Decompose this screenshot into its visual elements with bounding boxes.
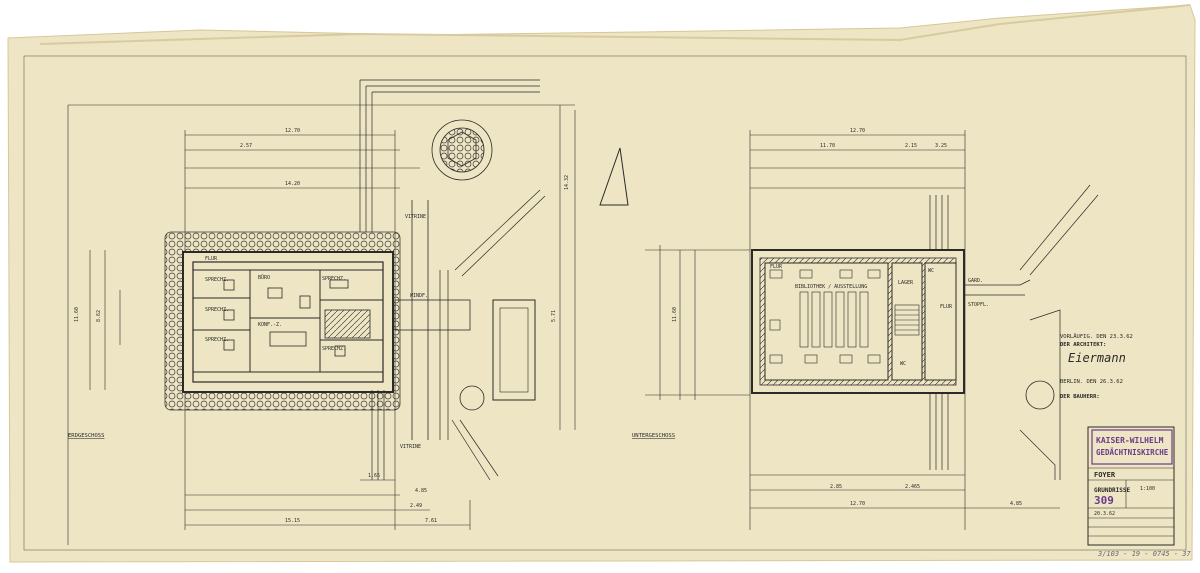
plan-annotation-text: SPRECHZ. — [205, 307, 229, 313]
plan-annotation-text: 1.65 — [368, 473, 380, 479]
plan-annotation-text: FLUR — [205, 256, 218, 262]
title-block-texts: KAISER-WILHELM GEDÄCHTNISKIRCHE FOYER GR… — [1094, 436, 1169, 517]
ground-floor-label: ERDGESCHOSS — [68, 433, 104, 439]
drawing-date: 20.3.62 — [1094, 511, 1115, 517]
approach-paths — [359, 79, 546, 481]
plan-annotation-text: 11.60 — [74, 307, 80, 322]
note-architect: DER ARCHITEKT: — [1060, 342, 1106, 348]
note-berlin-date: BERLIN. DEN 26.3.62 — [1060, 379, 1123, 385]
drawing-scale: 1:100 — [1140, 486, 1155, 492]
plan-annotation-text: 12.70 — [850, 501, 865, 507]
plan-annotation-text: 7.61 — [425, 518, 437, 524]
plan-annotation-text: 11.70 — [820, 143, 835, 149]
ground-dimension-lines — [67, 104, 576, 545]
plan-annotation-text: 2.15 — [905, 143, 917, 149]
plan-annotation-text: 15.15 — [285, 518, 300, 524]
archive-stamp: 3/103 - 19 - 0745 - 37 — [1097, 550, 1192, 558]
plan-annotation-text: BÜRO — [258, 274, 270, 281]
plan-annotation-text: 2.49 — [410, 503, 422, 509]
plan-annotation-text: VITRINE — [405, 214, 426, 220]
plan-annotation-text: SPRECHZ. — [322, 276, 346, 282]
plan-annotation-text: 11.60 — [672, 307, 678, 322]
lower-floor-texts: UNTERGESCHOSS BIBLIOTHEK / AUSSTELLUNG F… — [632, 128, 1022, 507]
plan-annotation-text: STOPFL. — [968, 302, 989, 308]
plan-annotation-text: GARD. — [968, 278, 983, 284]
plan-annotation-text: BIBLIOTHEK / AUSSTELLUNG — [795, 284, 867, 290]
plan-annotation-text: FLUR — [770, 264, 783, 270]
plan-annotation-text: SPRECHZ. — [205, 277, 229, 283]
library-seating — [769, 269, 881, 364]
title-block — [1087, 426, 1175, 546]
plan-annotation-text: 3.25 — [935, 143, 947, 149]
north-arrow-icon — [599, 147, 629, 206]
plan-annotation-text: 2.57 — [240, 143, 252, 149]
architect-signature: Eiermann — [1068, 351, 1126, 365]
plan-annotation-text: WC — [928, 268, 934, 274]
plan-annotation-text: 14.32 — [564, 175, 570, 190]
plan-annotation-text: 2.465 — [905, 484, 920, 490]
drawing-title: GRUNDRISSE — [1094, 487, 1131, 494]
ground-floor-plan — [67, 79, 629, 545]
plan-annotation-text: 4.85 — [415, 488, 427, 494]
plan-annotation-text: 5.71 — [551, 310, 557, 322]
title-line-1: KAISER-WILHELM — [1096, 436, 1164, 445]
plan-annotation-text: 14.20 — [285, 181, 300, 187]
drawing-number: 309 — [1094, 494, 1114, 507]
ground-floor-texts: ERDGESCHOSS FLUR SPRECHZ. SPRECHZ. SPREC… — [68, 128, 570, 524]
lower-floor-plan — [645, 130, 1099, 530]
lower-approach-paths — [929, 184, 1099, 480]
paper-sheet — [7, 4, 1196, 563]
plan-annotation-text: WC — [900, 361, 906, 367]
plan-annotation-text: 12.70 — [850, 128, 865, 134]
title-line-2: GEDÄCHTNISKIRCHE — [1096, 448, 1169, 457]
approval-notes: VORLÄUFIG. DEN 23.3.62 DER ARCHITEKT: Ei… — [1060, 333, 1133, 400]
drawing-subject: FOYER — [1094, 471, 1116, 479]
plan-annotation-text: 12.70 — [285, 128, 300, 134]
plan-annotation-text: KONF.-Z. — [258, 322, 282, 328]
note-client: DER BAUHERR: — [1060, 394, 1100, 400]
plan-annotation-text: 2.85 — [830, 484, 842, 490]
plan-annotation-text: SPRECHZ. — [322, 346, 346, 352]
plan-annotation-text: SPRECHZ. — [205, 337, 229, 343]
lower-floor-label: UNTERGESCHOSS — [632, 433, 675, 439]
plan-annotation-text: FLUR — [940, 304, 953, 310]
plan-annotation-text: 4.85 — [1010, 501, 1022, 507]
ground-furniture — [223, 279, 371, 357]
plan-annotation-text: 8.62 — [96, 310, 102, 322]
plan-annotation-text: WINDF. — [410, 293, 428, 299]
plan-annotation-text: VITRINE — [400, 444, 421, 450]
note-preliminary-date: VORLÄUFIG. DEN 23.3.62 — [1060, 333, 1133, 340]
plan-annotation-text: LAGER — [898, 280, 914, 286]
tree-symbol — [431, 119, 493, 181]
